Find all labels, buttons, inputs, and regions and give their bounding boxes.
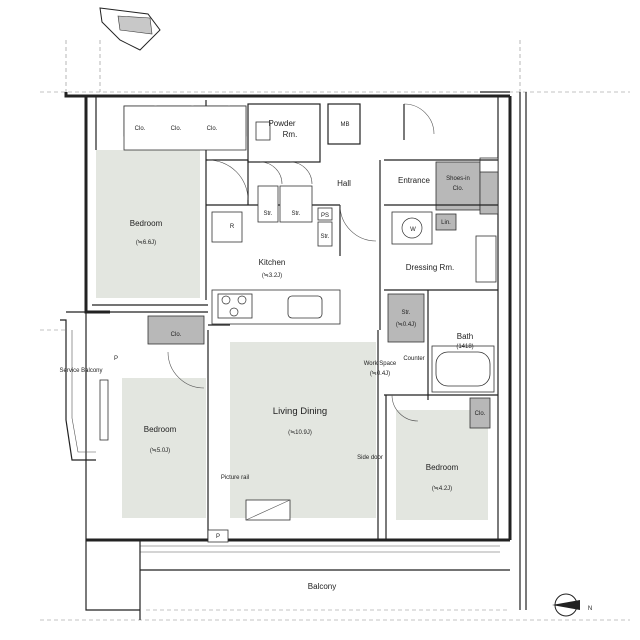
str-area: (≒0.4J) — [396, 322, 416, 328]
shoes-in-label: Shoes-in — [446, 176, 470, 182]
site-lines — [40, 40, 630, 621]
ps-shaft — [317, 207, 333, 221]
bedroom-ne-area: (≒6.6J) — [136, 240, 156, 246]
str-dressing — [387, 293, 425, 343]
mb-label: MB — [341, 122, 350, 128]
bedroom-s-closet — [469, 397, 491, 429]
side-door-label: Side door — [357, 455, 383, 461]
powder-label: Powder — [268, 119, 295, 128]
bedroom-w-fill — [122, 378, 206, 518]
clo-label-4: Clo. — [171, 332, 182, 338]
clo-label-2: Clo. — [171, 126, 182, 132]
lin-label: Lin. — [441, 220, 451, 226]
fridge — [211, 211, 243, 243]
kitchen-sink — [287, 295, 323, 319]
str-2 — [279, 185, 313, 223]
work-space-label: Work Space — [364, 361, 397, 367]
closets-top — [123, 105, 247, 151]
entrance-fixture — [479, 157, 499, 173]
picture-rail-label: Picture rail — [221, 475, 249, 481]
work-space-area: (≒0.4J) — [370, 371, 390, 377]
living-dining-area: (≒10.9J) — [288, 430, 312, 436]
service-balcony-label: Service Balcony — [59, 368, 102, 374]
north-label: N — [588, 606, 592, 612]
shoes-in-closet-2 — [479, 169, 499, 215]
shoes-clo-label: Clo. — [453, 186, 464, 192]
hall-label: Hall — [337, 179, 351, 188]
str-1 — [257, 185, 279, 223]
entrance-label: Entrance — [398, 176, 431, 185]
bedroom-ne-fill — [96, 150, 200, 298]
powder-room — [247, 103, 435, 163]
bathtub — [435, 351, 491, 387]
picture-rail-box — [245, 499, 291, 521]
bath-size: (1418) — [456, 344, 473, 350]
powder-label-2: Rm. — [283, 130, 298, 139]
washer-label: W — [410, 227, 416, 233]
str-3 — [317, 221, 333, 247]
str-label-4: Str. — [401, 310, 410, 316]
clo-label-3: Clo. — [207, 126, 218, 132]
shoes-in-closet — [435, 161, 481, 211]
living-dining-fill — [230, 342, 376, 518]
bedroom-s-area: (≒4.2J) — [432, 486, 452, 492]
balcony — [85, 540, 510, 620]
bedroom-w-closet — [147, 315, 205, 345]
dressing-label: Dressing Rm. — [406, 263, 454, 272]
balcony-label: Balcony — [308, 582, 336, 591]
p-label-1: P — [114, 356, 118, 362]
str-label-2: Str. — [291, 211, 300, 217]
door-swings — [167, 159, 419, 422]
north-arrow-icon: N — [552, 593, 592, 617]
bedroom-w-label: Bedroom — [144, 425, 177, 434]
fridge-label: R — [230, 224, 235, 230]
counter-label: Counter — [403, 356, 424, 362]
bedroom-w-area: (≒5.0J) — [150, 448, 170, 454]
kitchen-area: (≒3.2J) — [262, 273, 282, 279]
ps-label: PS — [321, 213, 329, 219]
balcony-windows — [140, 529, 500, 553]
kitchen-label: Kitchen — [259, 258, 286, 267]
bath-label: Bath — [457, 332, 473, 341]
clo-label-5: Clo. — [475, 411, 486, 417]
str-label-1: Str. — [263, 211, 272, 217]
key-map — [99, 7, 161, 51]
bedroom-ne-label: Bedroom — [130, 219, 163, 228]
stove — [217, 293, 253, 319]
service-balcony — [40, 311, 109, 461]
p-label-2: P — [216, 534, 220, 540]
clo-label-1: Clo. — [135, 126, 146, 132]
dressing-shelf — [475, 235, 497, 283]
living-dining-label: Living Dining — [273, 406, 327, 417]
str-label-3: Str. — [320, 234, 329, 240]
washer — [391, 211, 433, 245]
linen-closet — [435, 213, 457, 231]
bedroom-s-label: Bedroom — [426, 463, 459, 472]
